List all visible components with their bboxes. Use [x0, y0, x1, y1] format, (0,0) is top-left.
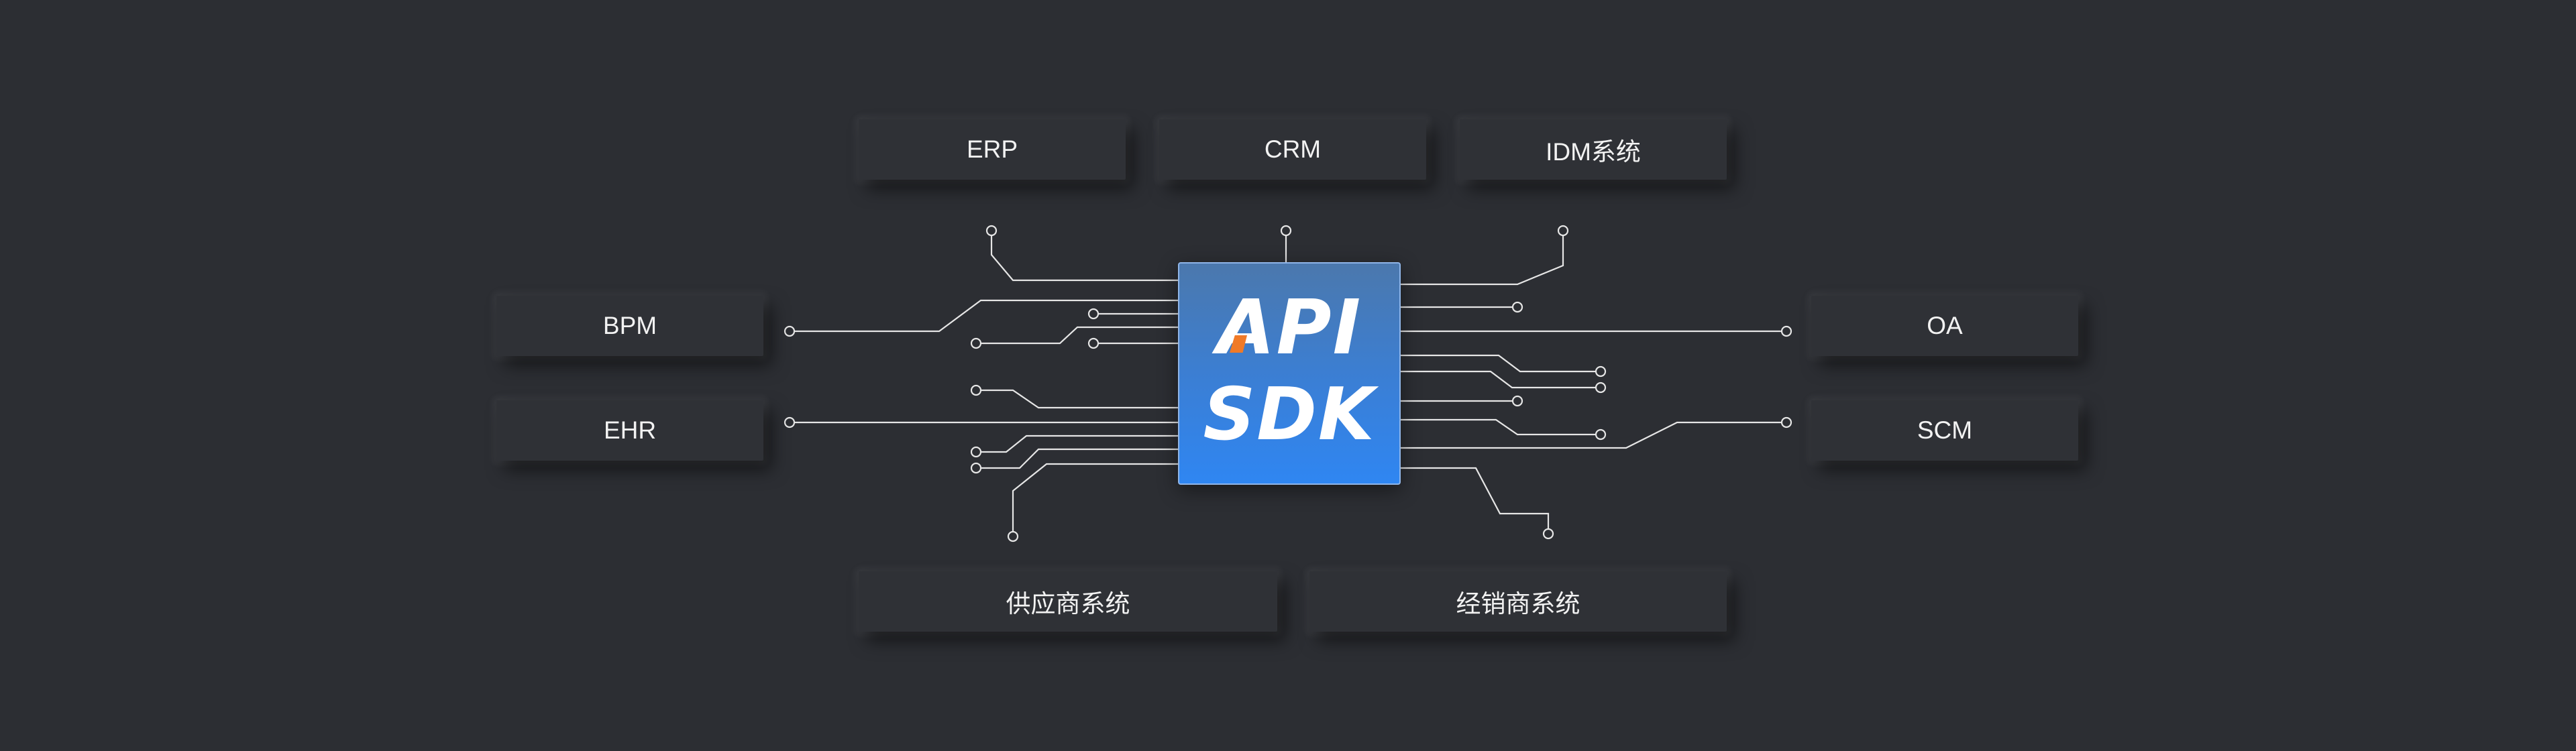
node-oa-label: OA — [1927, 312, 1963, 339]
wire-right-6 — [1398, 418, 1601, 436]
terminal-right-4 — [1595, 382, 1607, 394]
terminal-left-8 — [970, 462, 982, 474]
node-supplier-label: 供应商系统 — [1006, 590, 1130, 618]
node-distributor: 经销商系统 — [1309, 571, 1727, 632]
api-sdk-chip: API SDK — [1178, 262, 1401, 485]
node-bpm-label: BPM — [602, 312, 657, 339]
node-supplier: 供应商系统 — [859, 571, 1277, 632]
wire-distributor — [1398, 467, 1550, 534]
terminal-left-2 — [1087, 308, 1099, 320]
wire-right-3 — [1398, 354, 1601, 373]
node-scm-label: SCM — [1917, 416, 1973, 444]
terminal-ehr — [784, 416, 796, 428]
terminal-erp — [985, 225, 998, 237]
terminal-crm — [1280, 225, 1292, 237]
node-erp-label: ERP — [966, 135, 1018, 163]
terminal-right-6 — [1595, 428, 1607, 441]
terminal-left-7 — [970, 446, 982, 458]
wire-left-8 — [976, 448, 1178, 469]
chip-label-api: API — [1216, 284, 1362, 371]
chip-label-sdk: SDK — [1203, 373, 1376, 457]
wire-left-3 — [976, 326, 1178, 345]
terminal-left-3 — [970, 337, 982, 349]
node-bpm: BPM — [496, 296, 763, 356]
node-crm: CRM — [1159, 119, 1426, 180]
node-scm: SCM — [1811, 400, 2078, 461]
terminal-left-5 — [970, 384, 982, 396]
terminal-right-3 — [1595, 365, 1607, 378]
terminal-right-5 — [1511, 395, 1523, 407]
wire-scm — [1398, 421, 1786, 449]
wire-supplier — [1012, 463, 1178, 536]
terminal-distributor — [1542, 528, 1554, 540]
node-idm: IDM系统 — [1460, 119, 1727, 180]
wire-idm — [1398, 231, 1564, 286]
node-idm-label: IDM系统 — [1546, 138, 1641, 166]
wire-left-7 — [976, 435, 1178, 453]
wire-erp — [990, 231, 1178, 282]
terminal-right-1 — [1511, 301, 1523, 313]
node-distributor-label: 经销商系统 — [1456, 590, 1580, 618]
wire-right-4 — [1398, 370, 1601, 389]
terminal-oa — [1780, 325, 1792, 337]
node-crm-label: CRM — [1264, 135, 1322, 163]
wire-bpm — [790, 299, 1178, 333]
terminal-idm — [1557, 225, 1569, 237]
node-ehr-label: EHR — [603, 416, 657, 444]
terminal-bpm — [784, 325, 796, 337]
terminal-supplier — [1007, 530, 1019, 542]
node-erp: ERP — [859, 119, 1126, 180]
node-oa: OA — [1811, 296, 2078, 356]
terminal-scm — [1780, 416, 1792, 428]
node-ehr: EHR — [496, 400, 763, 461]
terminal-left-4 — [1087, 337, 1099, 349]
wire-left-5 — [976, 389, 1178, 409]
